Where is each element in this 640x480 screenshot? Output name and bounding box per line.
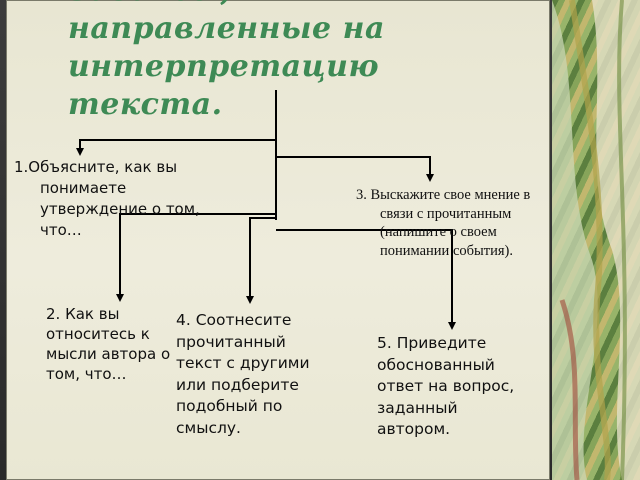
fabric-folds-graphic [552,0,640,480]
slide-title: Задания, направленные на интерпретацию т… [68,0,385,122]
task-3-text: 3. Выскажите свое мнение в связи с прочи… [356,187,531,259]
connector-to-task-3 [276,156,434,182]
connector-to-task-1 [76,139,276,156]
slide-canvas [6,0,550,480]
task-1-text: 1.Объясните, как вы понимаете утверждени… [14,158,200,239]
connector-to-task-5 [276,229,456,330]
connector-to-task-4 [246,217,276,304]
task-4-text: 4. Соотнесите прочитанный текст с другим… [176,311,310,437]
decorative-fabric-panel [552,0,640,480]
connector-to-task-2 [116,213,276,302]
task-2-text: 2. Как вы относитесь к мысли автора о то… [46,305,171,383]
task-5-text: 5. Приведите обоснованный ответ на вопро… [377,334,515,438]
